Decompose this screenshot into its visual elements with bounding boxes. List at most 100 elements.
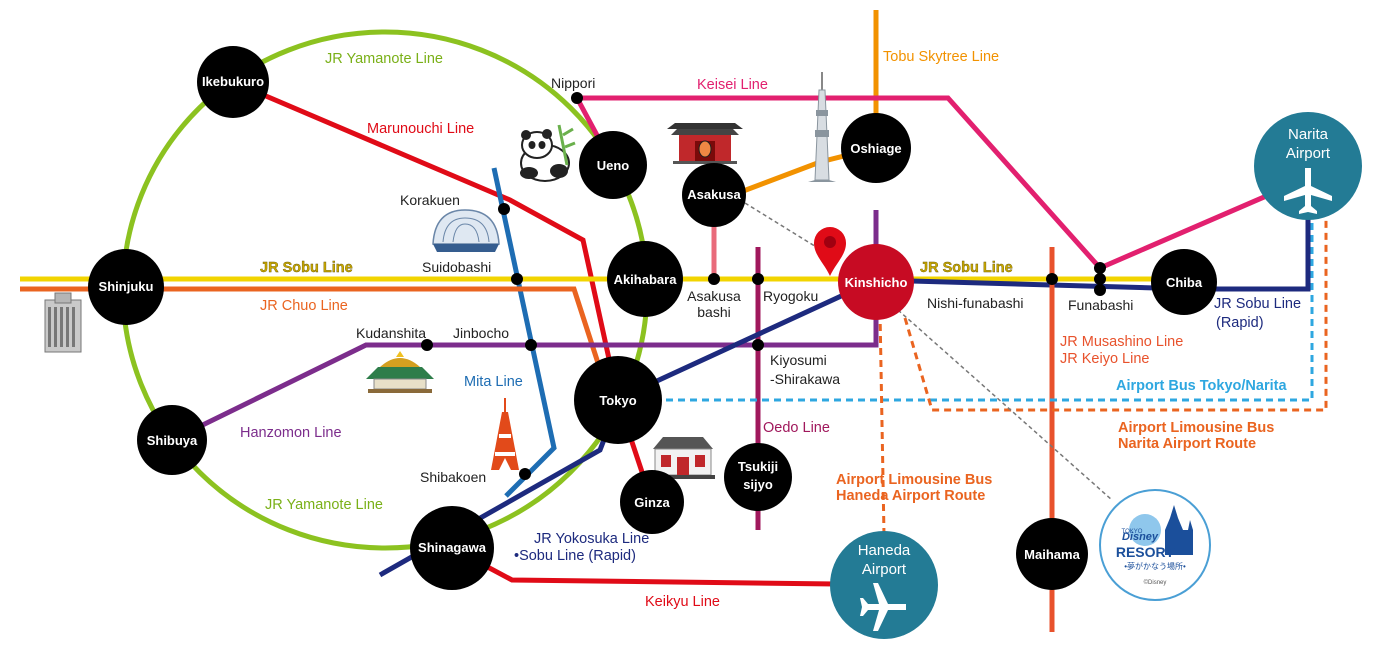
station-label: Ueno <box>597 158 630 173</box>
label-asakusabashi: Asakusa <box>687 288 741 304</box>
label-narita-limo: Narita Airport Route <box>1118 436 1256 452</box>
station-shinagawa[interactable]: Shinagawa <box>410 506 494 590</box>
label-funabashi: Funabashi <box>1068 297 1133 313</box>
station-label: Shibuya <box>147 433 198 448</box>
station-label: sijyo <box>743 477 773 492</box>
label-korakuen: Korakuen <box>400 192 460 208</box>
label-haneda-limo: Haneda Airport Route <box>836 488 985 504</box>
dot-funabashi-2[interactable] <box>1094 273 1106 285</box>
station-maihama[interactable]: Maihama <box>1016 518 1088 590</box>
station-kinshicho[interactable]: Kinshicho <box>838 244 914 320</box>
dot-nippori[interactable] <box>571 92 583 104</box>
station-asakusa[interactable]: Asakusa <box>682 163 746 227</box>
keikyu-line <box>450 545 837 587</box>
dot-kudanshita[interactable] <box>421 339 433 351</box>
station-chiba[interactable]: Chiba <box>1151 249 1217 315</box>
dot-shibakoen[interactable] <box>519 468 531 480</box>
label-yamanote-top: JR Yamanote Line <box>325 51 443 67</box>
dot-jinbocho[interactable] <box>525 339 537 351</box>
disney-guide <box>897 309 1113 501</box>
airport-label: Airport <box>862 561 907 578</box>
airport-haneda[interactable]: Haneda Airport <box>830 531 938 639</box>
airport-narita[interactable]: Narita Airport <box>1254 112 1362 220</box>
label-nippori: Nippori <box>551 75 595 91</box>
label-mita: Mita Line <box>464 374 523 390</box>
label-nishifunabashi: Nishi-funabashi <box>927 295 1024 311</box>
label-yokosuka: JR Yokosuka Line <box>534 531 649 547</box>
disney-small-label: TOKYO <box>1122 529 1143 535</box>
dot-korakuen[interactable] <box>498 203 510 215</box>
disney-copyright: ©Disney <box>1144 579 1167 586</box>
label-sobu-west: JR Sobu Line <box>260 260 353 276</box>
label-hanzomon: Hanzomon Line <box>240 425 342 441</box>
label-suidobashi: Suidobashi <box>422 259 491 275</box>
label-kiyosumi: Kiyosumi <box>770 352 827 368</box>
dot-asakusabashi[interactable] <box>708 273 720 285</box>
keisei-line <box>577 95 1309 272</box>
budokan-icon <box>366 351 434 393</box>
station-shibuya[interactable]: Shibuya <box>137 405 207 475</box>
label-airport-bus: Airport Bus Tokyo/Narita <box>1116 378 1287 394</box>
station-label: Ikebukuro <box>202 74 264 89</box>
station-label: Shinjuku <box>99 279 154 294</box>
label-oedo: Oedo Line <box>763 420 830 436</box>
station-label: Tsukiji <box>738 459 778 474</box>
station-label: Oshiage <box>850 141 901 156</box>
airport-bus-route <box>618 218 1314 402</box>
station-ikebukuro[interactable]: Ikebukuro <box>197 46 269 118</box>
label-ryogoku: Ryogoku <box>763 288 818 304</box>
airport-label: Airport <box>1286 145 1331 162</box>
disney-wordmark: Disney <box>1122 531 1159 543</box>
kabukiza-icon <box>651 437 715 479</box>
label-yokosuka: •Sobu Line (Rapid) <box>514 548 636 564</box>
mita-line <box>491 167 557 498</box>
station-label: Akihabara <box>614 272 678 287</box>
disney-resort-badge[interactable]: TOKYO Disney RESORT •夢がかなう場所• ©Disney <box>1099 489 1211 601</box>
station-label: Tokyo <box>599 393 636 408</box>
line-labels: JR Yamanote Line JR Yamanote Line Maruno… <box>240 49 1301 610</box>
label-chuo: JR Chuo Line <box>260 298 348 314</box>
haneda-limousine-route <box>878 311 886 536</box>
label-narita-limo: Airport Limousine Bus <box>1118 420 1274 436</box>
dot-funabashi-1[interactable] <box>1094 262 1106 274</box>
label-sobu-rapid: JR Sobu Line <box>1214 296 1301 312</box>
disney-tagline: •夢がかなう場所• <box>1124 561 1186 571</box>
label-marunouchi: Marunouchi Line <box>367 121 474 137</box>
label-keiyo: JR Keiyo Line <box>1060 351 1149 367</box>
station-oshiage[interactable]: Oshiage <box>841 113 911 183</box>
dot-nishifunabashi[interactable] <box>1046 273 1058 285</box>
station-label: Maihama <box>1024 547 1080 562</box>
dot-funabashi-3[interactable] <box>1094 284 1106 296</box>
label-yamanote-bottom: JR Yamanote Line <box>265 497 383 513</box>
small-station-dots <box>421 92 1106 480</box>
small-station-labels: Nippori Korakuen Suidobashi Asakusa bash… <box>356 75 1133 485</box>
stations: Ikebukuro Ueno Asakusa Oshiage Shinjuku … <box>88 46 1217 590</box>
label-sobu-east: JR Sobu Line <box>920 260 1013 276</box>
label-tobu: Tobu Skytree Line <box>883 49 999 65</box>
airport-label: Narita <box>1288 126 1329 143</box>
station-shinjuku[interactable]: Shinjuku <box>88 249 164 325</box>
dot-suidobashi[interactable] <box>511 273 523 285</box>
station-label: Asakusa <box>687 187 741 202</box>
dome-icon <box>432 209 500 252</box>
location-pin-icon <box>814 227 846 276</box>
dot-kiyosumi[interactable] <box>752 339 764 351</box>
station-ginza[interactable]: Ginza <box>620 470 684 534</box>
label-kiyosumi: -Shirakawa <box>770 371 840 387</box>
station-label: Kinshicho <box>845 275 908 290</box>
label-kudanshita: Kudanshita <box>356 325 426 341</box>
panda-icon <box>520 124 576 182</box>
airplane-icon <box>1284 168 1332 214</box>
airport-label: Haneda <box>858 542 911 559</box>
disney-resort-label: RESORT <box>1116 544 1175 560</box>
tokyo-tower-icon <box>491 398 519 470</box>
station-tsukiji-sijyo[interactable]: Tsukiji sijyo <box>724 443 792 511</box>
asakusa-guide <box>744 202 827 254</box>
label-keisei: Keisei Line <box>697 77 768 93</box>
station-tokyo[interactable]: Tokyo <box>574 356 662 444</box>
station-akihabara[interactable]: Akihabara <box>607 241 683 317</box>
dot-ryogoku[interactable] <box>752 273 764 285</box>
government-building-icon <box>44 292 82 353</box>
station-ueno[interactable]: Ueno <box>579 131 647 199</box>
